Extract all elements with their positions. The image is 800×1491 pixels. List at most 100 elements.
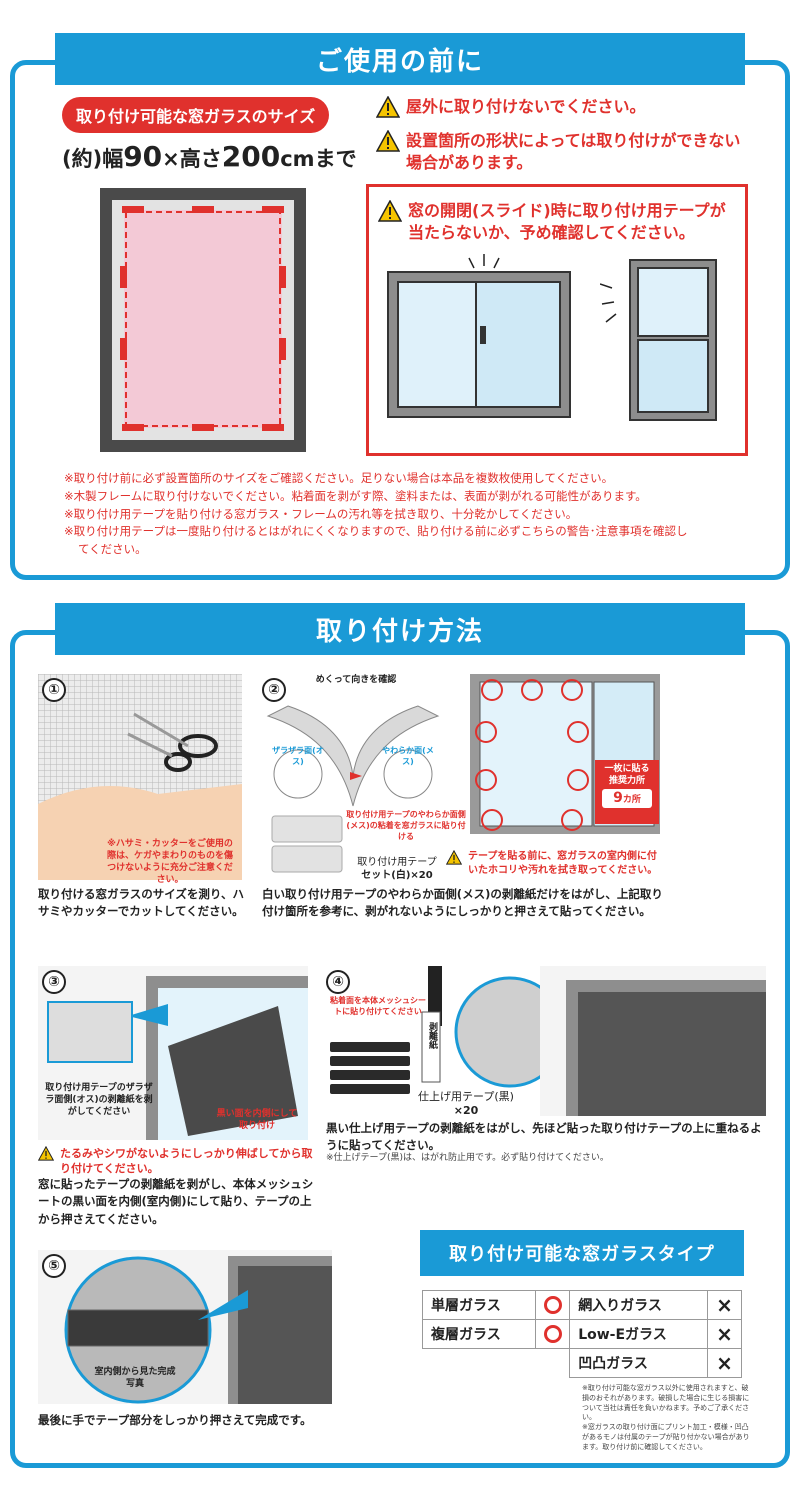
warning-icon xyxy=(376,130,400,152)
sash-window-illustration xyxy=(600,259,717,421)
badge-line1: 一枚に貼る xyxy=(604,764,650,774)
step4-desc: 黒い仕上げ用テープの剥離紙をはがし、先ほど貼った取り付けテープの上に重ねるように… xyxy=(326,1121,762,1153)
hand xyxy=(38,784,242,880)
step3-warning-text: たるみやシワがないようにしっかり伸ばしてから取り付けてください。 xyxy=(60,1147,313,1176)
step1-caution: ※ハサミ・カッターをご使用の際は、ケガやまわりのものを傷つけないように充分ご注意… xyxy=(106,839,233,886)
step5-desc: 最後に手でテープ部分をしっかり押さえて完成です。 xyxy=(38,1413,312,1427)
step4-release-label: 剥離紙 xyxy=(427,1022,437,1049)
table-row: 単層ガラス 網入りガラス × xyxy=(421,1290,742,1320)
glass-ng-mark: × xyxy=(707,1290,742,1320)
warning-icon xyxy=(38,1146,54,1161)
glass-ok-mark xyxy=(535,1319,571,1349)
step2-rough-label: ザラザラ面(オス) xyxy=(272,746,324,766)
step3-number: ③ xyxy=(42,970,66,994)
warning-shape-text: 設置箇所の形状によっては取り付けができない場合があります。 xyxy=(406,131,741,173)
glass-ok-mark xyxy=(535,1290,571,1320)
tape-position-markers xyxy=(475,679,589,831)
motion-lines xyxy=(600,283,617,323)
white-tapes-illustration xyxy=(271,815,343,873)
mesh-sheet xyxy=(168,1006,298,1136)
glass-name xyxy=(423,1349,536,1378)
ok-circle-icon xyxy=(543,1325,562,1343)
table-row: 凹凸ガラス × xyxy=(423,1348,742,1378)
badge-num: 9 xyxy=(613,790,623,807)
zoom-pointer xyxy=(128,1004,168,1026)
step2-tape-caption: 取り付け用テープ セット(白)×20 xyxy=(352,856,442,882)
step2-tape-illustration xyxy=(266,705,440,807)
warning-outdoor: 屋外に取り付けないでください。 xyxy=(376,96,766,118)
glass-name: 複層ガラス xyxy=(421,1319,537,1349)
step4-adhesive-label: 粘着面を本体メッシュシートに貼り付けてください xyxy=(330,996,426,1016)
step1-illustration xyxy=(38,674,242,880)
arrow-icon xyxy=(350,772,362,780)
glass-name: Low-Eガラス xyxy=(569,1319,708,1349)
size-label-pill: 取り付け可能な窓ガラスのサイズ xyxy=(62,97,330,133)
release-paper xyxy=(421,1011,441,1083)
step3-illustration xyxy=(47,976,308,1140)
sliding-pane-left xyxy=(397,281,481,408)
step2-warning-text: テープを貼る前に、窓ガラスの室内側に付いたホコリや汚れを拭き取ってください。 xyxy=(468,851,658,876)
glass-name: 単層ガラス xyxy=(421,1290,537,1320)
step3-desc: 窓に貼ったテープの剥離紙を剥がし、本体メッシュシートの黒い面を内側(室内側)にし… xyxy=(38,1177,314,1226)
tape-markers xyxy=(120,206,286,431)
step5-photo-label: 室内側から見た完成写真 xyxy=(94,1367,176,1390)
step4-number: ④ xyxy=(326,970,350,994)
window-size-illustration xyxy=(100,188,306,452)
glass-ng-mark: × xyxy=(707,1319,742,1349)
glass-ng-mark: × xyxy=(707,1348,742,1378)
soft-side-zoom xyxy=(383,749,433,799)
black-tapes xyxy=(330,1042,410,1094)
table-row: 複層ガラス Low-Eガラス × xyxy=(421,1319,742,1349)
badge-count: 9カ所 xyxy=(602,789,652,808)
installation-title: 取り付け方法 xyxy=(55,603,745,655)
mesh-sheet xyxy=(238,1266,332,1404)
sliding-pane-right xyxy=(475,281,561,408)
step2-number: ② xyxy=(262,678,286,702)
step2-flip-label: めくって向きを確認 xyxy=(315,675,397,685)
sliding-lock xyxy=(480,326,486,344)
warning-icon xyxy=(376,96,400,118)
glass-types-title: 取り付け可能な窓ガラスタイプ xyxy=(420,1230,744,1276)
step4-tape-label: 仕上げ用テープ(黒) xyxy=(418,1090,514,1103)
step2-soft-label: やわらか面(メス) xyxy=(382,746,434,766)
warning-outdoor-text: 屋外に取り付けないでください。 xyxy=(406,97,646,116)
sash-upper xyxy=(637,267,709,337)
size-suffix: cmまで xyxy=(280,147,357,171)
finished-tape xyxy=(67,1309,209,1347)
step2-recommend-badge: 一枚に貼る 推奨力所 9カ所 xyxy=(595,760,659,824)
step1-desc: 取り付ける窓ガラスのサイズを測り、ハサミやカッターでカットしてください。 xyxy=(38,887,244,919)
peel-zoom xyxy=(47,1001,133,1063)
size-height: 200 xyxy=(221,140,281,173)
step2-tape-count: セット(白)×20 xyxy=(361,870,433,881)
sliding-window-illustration xyxy=(387,254,571,418)
glass-name: 網入りガラス xyxy=(569,1290,708,1320)
glass-empty-mark xyxy=(536,1349,570,1378)
note-line: ※取り付け前に必ず設置箇所のサイズをご確認ください。足りない場合は本品を複数枚使… xyxy=(64,471,614,485)
note-line: てください。 xyxy=(78,542,147,557)
size-spec: (約)幅90×高さ200cmまで xyxy=(62,140,357,173)
note-line: ※取り付け用テープは一度貼り付けるとはがれにくくなりますので、貼り付ける前に必ず… xyxy=(64,524,688,539)
zoom-pointer xyxy=(198,1290,248,1320)
step1-image xyxy=(38,674,242,880)
step5-number: ⑤ xyxy=(42,1254,66,1278)
step3-inner-label: 黒い面を内側にして取り付け xyxy=(216,1109,298,1132)
window-glass-left xyxy=(479,681,593,827)
note-line: ※木製フレームに取り付けないでください。粘着面を剥がす際、塗料または、表面が剥が… xyxy=(64,488,647,503)
rough-side-zoom xyxy=(273,749,323,799)
slide-warning-text: 窓の開閉(スライド)時に取り付け用テープが当たらないか、予め確認してください。 xyxy=(408,201,726,243)
precaution-notes: ※取り付け前に必ず設置箇所のサイズをご確認ください。足りない場合は本品を複数枚使… xyxy=(64,470,688,559)
glass-notes: ※取り付け可能な窓ガラス以外に使用されますと、破損のおそれがあります。破損した場… xyxy=(582,1384,750,1451)
before-use-title: ご使用の前に xyxy=(55,33,745,85)
scissors-icon xyxy=(127,712,218,772)
note-line: ※取り付け用テープを貼り付ける窓ガラス・フレームの汚れ等を拭き取り、十分乾かして… xyxy=(64,506,578,521)
step2-desc: 白い取り付け用テープのやわらか面側(メス)の剥離紙だけをはがし、上記取り付け箇所… xyxy=(262,887,663,919)
step3-image xyxy=(38,966,308,1140)
step4-tape-caption: 仕上げ用テープ(黒) ×20 xyxy=(416,1090,516,1119)
step3-warning: たるみやシワがないようにしっかり伸ばしてから取り付けてください。 xyxy=(38,1146,314,1177)
window-glass xyxy=(124,210,282,428)
size-mid: ×高さ xyxy=(162,147,222,171)
sash-lower xyxy=(637,339,709,413)
glass-name: 凹凸ガラス xyxy=(569,1348,708,1378)
black-tape xyxy=(428,966,442,1026)
warning-icon xyxy=(378,200,402,222)
